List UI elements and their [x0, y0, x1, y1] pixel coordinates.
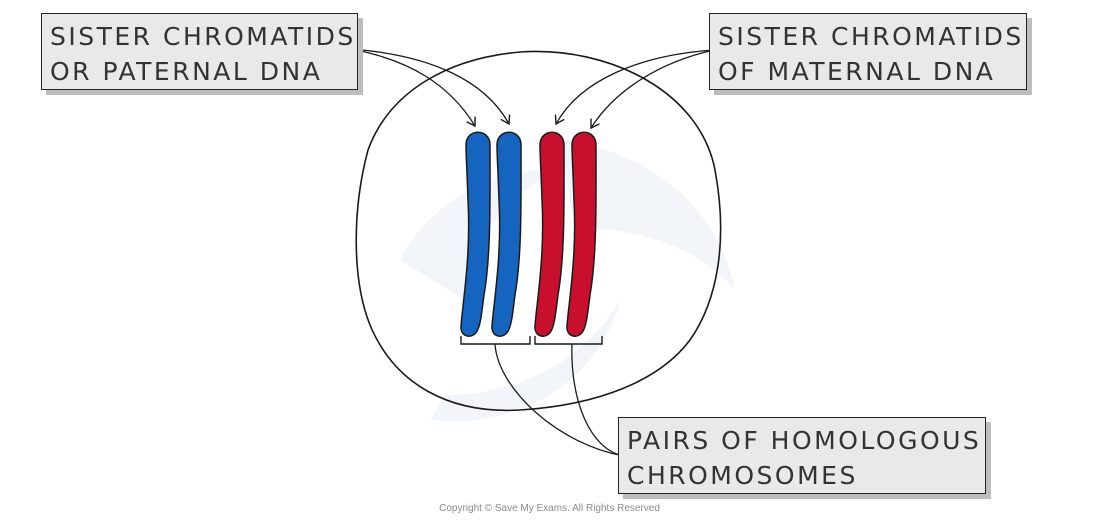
homologous-line-2	[571, 343, 625, 457]
homologous-label-line-1: PAIRS OF HOMOLOGOUS	[627, 426, 982, 455]
paternal-chromatid-1	[460, 131, 491, 337]
paternal-label-line-1: SISTER CHROMATIDS	[50, 22, 356, 51]
maternal-arrow-2	[590, 49, 715, 130]
paternal-label-line-2: OR PATERNAL DNA	[50, 57, 323, 86]
maternal-chromatid-1	[534, 131, 565, 337]
cell-membrane	[355, 50, 722, 412]
homologous-label-line-2: CHROMOSOMES	[627, 461, 858, 490]
watermark-logo	[400, 140, 735, 422]
copyright-notice: Copyright © Save My Exams. All Rights Re…	[439, 503, 660, 514]
homologous-pairs-label: PAIRS OF HOMOLOGOUS CHROMOSOMES	[618, 417, 986, 494]
maternal-dna-label: SISTER CHROMATIDS OF MATERNAL DNA	[709, 13, 1027, 90]
maternal-arrow-1	[554, 49, 715, 126]
homologous-line-1	[494, 343, 625, 457]
paternal-dna-label: SISTER CHROMATIDS OR PATERNAL DNA	[41, 13, 358, 90]
maternal-label-line-2: OF MATERNAL DNA	[718, 57, 996, 86]
paternal-chromatid-2	[491, 131, 522, 337]
paternal-arrow-2	[350, 48, 511, 126]
maternal-chromatid-2	[566, 131, 597, 337]
paternal-arrow-1	[350, 48, 476, 128]
paternal-pair-bracket	[460, 336, 531, 345]
maternal-label-line-1: SISTER CHROMATIDS	[718, 22, 1024, 51]
maternal-pair-bracket	[534, 336, 603, 345]
